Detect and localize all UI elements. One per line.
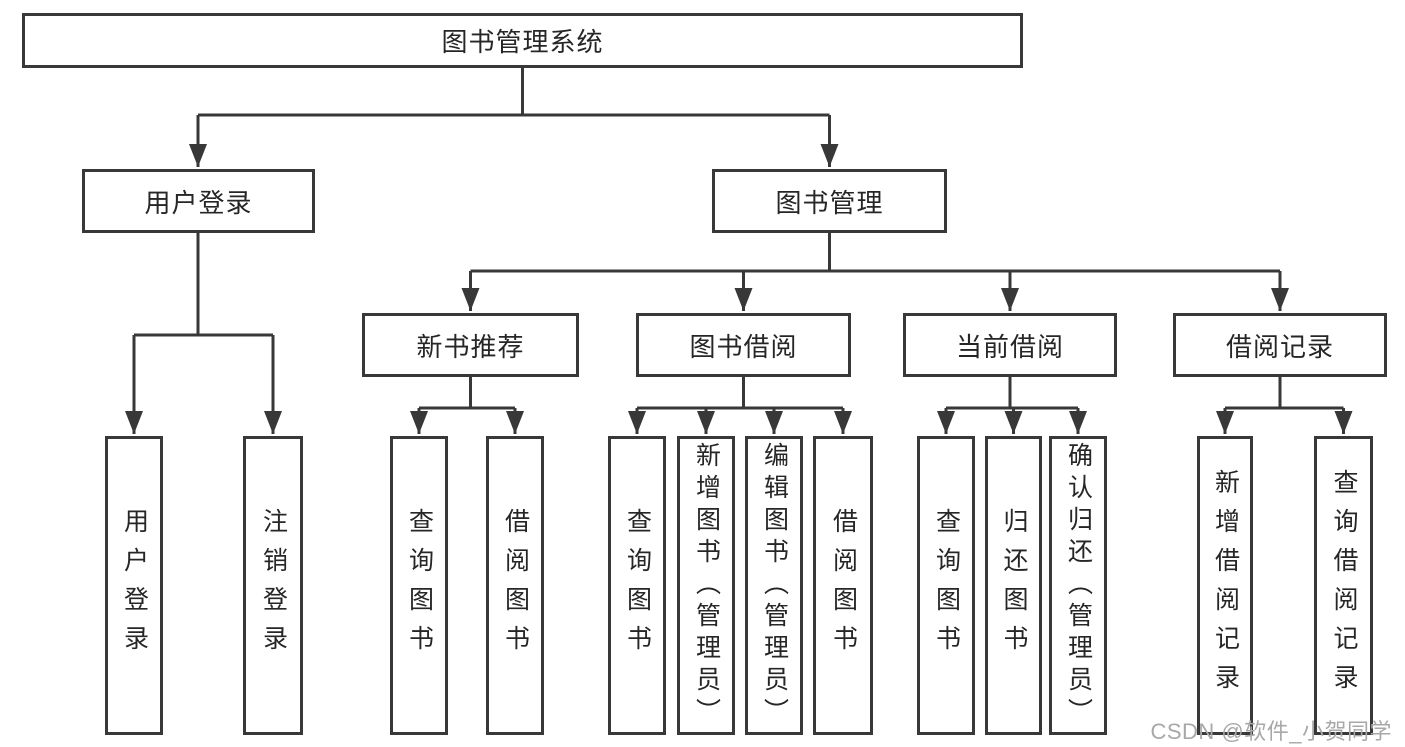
node-borrowing-records: 借阅记录 — [1173, 313, 1387, 377]
node-leaf-cur-return-books-label: 归还图书 — [1000, 507, 1028, 664]
node-leaf-logout: 注销登录 — [243, 436, 303, 735]
node-borrowing-records-label: 借阅记录 — [1225, 331, 1334, 362]
node-book-borrowing-label: 图书借阅 — [689, 331, 798, 362]
node-leaf-cur-return-books: 归还图书 — [985, 436, 1042, 735]
node-leaf-query-borrow-record-label: 查询借阅记录 — [1330, 468, 1358, 703]
node-leaf-add-borrow-record-label: 新增借阅记录 — [1211, 468, 1240, 703]
node-leaf-rec-borrow-books: 借阅图书 — [486, 436, 544, 735]
node-root-label: 图书管理系统 — [441, 27, 604, 57]
node-leaf-cur-confirm-return-admin: 确认归还（管理员） — [1049, 436, 1107, 735]
node-leaf-bb-edit-books-admin: 编辑图书（管理员） — [745, 436, 803, 735]
node-leaf-logout-label: 注销登录 — [259, 507, 288, 664]
node-leaf-bb-borrow-books-label: 借阅图书 — [829, 507, 858, 664]
node-leaf-cur-query-books: 查询图书 — [917, 436, 975, 735]
node-leaf-bb-query-books: 查询图书 — [608, 436, 666, 735]
node-leaf-cur-confirm-return-admin-label: 确认归还（管理员） — [1064, 441, 1093, 730]
node-leaf-user-login: 用户登录 — [105, 436, 163, 735]
node-user-login-label: 用户登录 — [144, 187, 253, 218]
node-user-login: 用户登录 — [82, 169, 315, 233]
node-leaf-cur-query-books-label: 查询图书 — [932, 507, 961, 664]
node-leaf-rec-query-books-label: 查询图书 — [405, 507, 434, 664]
edge-book-borrowing-children — [628, 377, 852, 434]
node-current-borrowing-label: 当前借阅 — [955, 331, 1064, 362]
edge-new-book-recommend-children — [410, 377, 524, 434]
node-book-management: 图书管理 — [712, 169, 947, 233]
node-leaf-rec-borrow-books-label: 借阅图书 — [501, 507, 530, 664]
node-book-borrowing: 图书借阅 — [636, 313, 851, 377]
node-leaf-bb-borrow-books: 借阅图书 — [813, 436, 873, 735]
node-new-book-recommend: 新书推荐 — [362, 313, 579, 377]
edge-book-mgmt-to-level3 — [461, 233, 1289, 311]
edge-borrowing-records-children — [1216, 377, 1353, 434]
node-leaf-bb-query-books-label: 查询图书 — [623, 507, 652, 664]
node-new-book-recommend-label: 新书推荐 — [416, 331, 525, 362]
node-leaf-rec-query-books: 查询图书 — [390, 436, 448, 735]
node-leaf-query-borrow-record: 查询借阅记录 — [1314, 436, 1373, 735]
node-current-borrowing: 当前借阅 — [903, 313, 1117, 377]
node-leaf-bb-add-books-admin-label: 新增图书（管理员） — [692, 441, 721, 730]
edge-current-borrowing-children — [937, 377, 1087, 434]
node-leaf-bb-edit-books-admin-label: 编辑图书（管理员） — [760, 441, 789, 730]
csdn-watermark: CSDN @软件_小贺同学 — [1150, 719, 1392, 744]
node-leaf-add-borrow-record: 新增借阅记录 — [1197, 436, 1253, 735]
node-root: 图书管理系统 — [22, 13, 1023, 68]
edge-user-login-children — [125, 233, 282, 434]
node-leaf-bb-add-books-admin: 新增图书（管理员） — [677, 436, 735, 735]
edge-root-to-level2 — [189, 68, 839, 167]
node-leaf-user-login-label: 用户登录 — [120, 507, 149, 664]
node-book-management-label: 图书管理 — [775, 187, 884, 218]
